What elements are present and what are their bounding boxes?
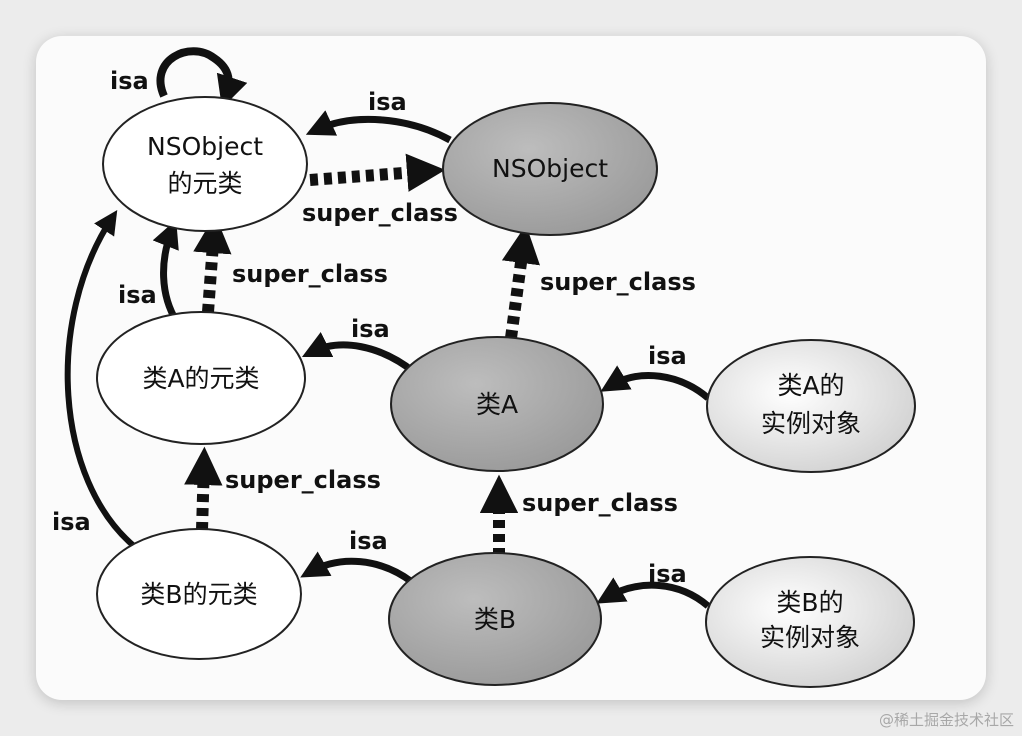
super-metaB-arrow: [184, 446, 223, 531]
node-nsobject-meta-line2: 的元类: [167, 169, 242, 198]
label-isa-metaA: isa: [118, 281, 157, 309]
node-classA-meta: 类A的元类: [96, 311, 306, 445]
node-nsobject-meta: NSObject 的元类: [102, 96, 308, 232]
label-isa-instA: isa: [648, 342, 687, 370]
super-nsobject-arrow: [309, 153, 446, 192]
super-classA-arrow: [501, 224, 541, 339]
label-super-classB: super_class: [522, 489, 678, 517]
label-isa-classA: isa: [351, 315, 390, 343]
node-nsobject: NSObject: [442, 102, 658, 236]
isa-instB-arrow: [596, 577, 711, 609]
isa-self-arrow: [156, 47, 248, 109]
isa-classB-arrow: [300, 551, 415, 585]
node-classA-instance-line1: 类A的: [777, 371, 844, 400]
label-isa-classB: isa: [349, 527, 388, 555]
node-classA-instance: 类A的 实例对象: [706, 339, 916, 473]
isa-metaA-arrow: [152, 219, 181, 324]
node-classB-line1: 类B: [474, 605, 516, 634]
node-classB-meta: 类B的元类: [96, 528, 302, 660]
label-super-classA: super_class: [540, 268, 696, 296]
label-isa-metaB: isa: [52, 508, 91, 536]
super-metaA-arrow: [193, 214, 232, 313]
node-classB-instance-line2: 实例对象: [760, 623, 860, 652]
label-isa-self: isa: [110, 67, 149, 95]
node-classB-meta-line1: 类B的元类: [140, 580, 257, 609]
node-classB-instance-line1: 类B的: [776, 588, 843, 617]
node-classB: 类B: [388, 552, 602, 686]
watermark: @稀土掘金技术社区: [878, 711, 1014, 729]
node-nsobject-line1: NSObject: [492, 154, 608, 183]
isa-metaB-arrow: [64, 209, 137, 550]
label-super-metaA: super_class: [232, 260, 388, 288]
node-nsobject-meta-line1: NSObject: [147, 132, 263, 161]
isa-nsobject-arrow: [305, 110, 452, 144]
label-isa-nsobject: isa: [368, 88, 407, 116]
node-classA-instance-line2: 实例对象: [761, 409, 861, 438]
node-classB-instance: 类B的 实例对象: [705, 556, 915, 688]
node-classA-line1: 类A: [476, 390, 518, 419]
isa-instA-arrow: [600, 365, 711, 401]
isa-classA-arrow: [301, 331, 417, 375]
node-classA: 类A: [390, 336, 604, 472]
label-super-nsobject: super_class: [302, 199, 458, 227]
node-classA-meta-line1: 类A的元类: [142, 364, 259, 393]
label-super-metaB: super_class: [225, 466, 381, 494]
label-isa-instB: isa: [648, 560, 687, 588]
